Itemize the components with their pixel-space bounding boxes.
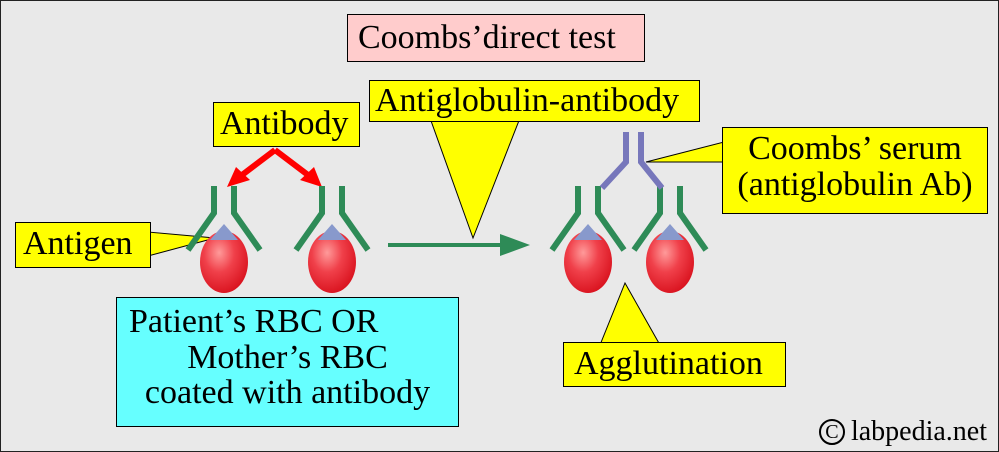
agglutination-callout-pointer [599, 281, 661, 346]
antiglobulin-antibody-icon [599, 132, 665, 191]
credit: C labpedia.net [818, 416, 987, 448]
copyright-icon: C [818, 419, 845, 445]
antibody-label: Antibody [213, 102, 360, 147]
page-title: Coombs’direct test [347, 14, 645, 62]
antibody-icon-right-2 [631, 186, 709, 252]
agglutination-label: Agglutination [563, 342, 786, 387]
reaction-arrow [388, 234, 530, 256]
antigen-icon-left-1 [210, 224, 238, 240]
coombs-serum-label: Coombs’ serum (antiglobulin Ab) [722, 127, 988, 214]
coombs-serum-callout-pointer [645, 141, 725, 163]
rbc-cell-left-2 [308, 231, 356, 293]
rbc-info-line2: Mother’s RBC [187, 338, 388, 376]
antiglobulin-callout-pointer [429, 117, 521, 240]
antigen-icon-right-2 [656, 224, 684, 240]
rbc-info-box: Patient’s RBC OR Mother’s RBC coated wit… [116, 297, 459, 427]
rbc-cell-right-1 [564, 231, 612, 293]
antibody-pointer-arrow [227, 147, 322, 187]
antigen-icon-right-1 [574, 224, 602, 240]
antibody-icon-left-2 [293, 186, 371, 252]
rbc-info-line3: coated with antibody [144, 374, 431, 412]
antigen-icon-left-2 [318, 224, 346, 240]
rbc-cell-left-1 [200, 231, 248, 293]
antibody-icon-right-1 [549, 186, 627, 252]
coombs-serum-line1: Coombs’ serum [748, 130, 962, 167]
coombs-serum-line2: (antiglobulin Ab) [737, 165, 973, 203]
rbc-info-line1: Patient’s RBC OR [129, 303, 379, 340]
antigen-label: Antigen [15, 222, 151, 268]
credit-text: labpedia.net [850, 416, 987, 447]
antiglobulin-antibody-label: Antiglobulin-antibody [369, 80, 700, 122]
rbc-cell-right-2 [646, 231, 694, 293]
antibody-icon-left-1 [185, 186, 263, 252]
